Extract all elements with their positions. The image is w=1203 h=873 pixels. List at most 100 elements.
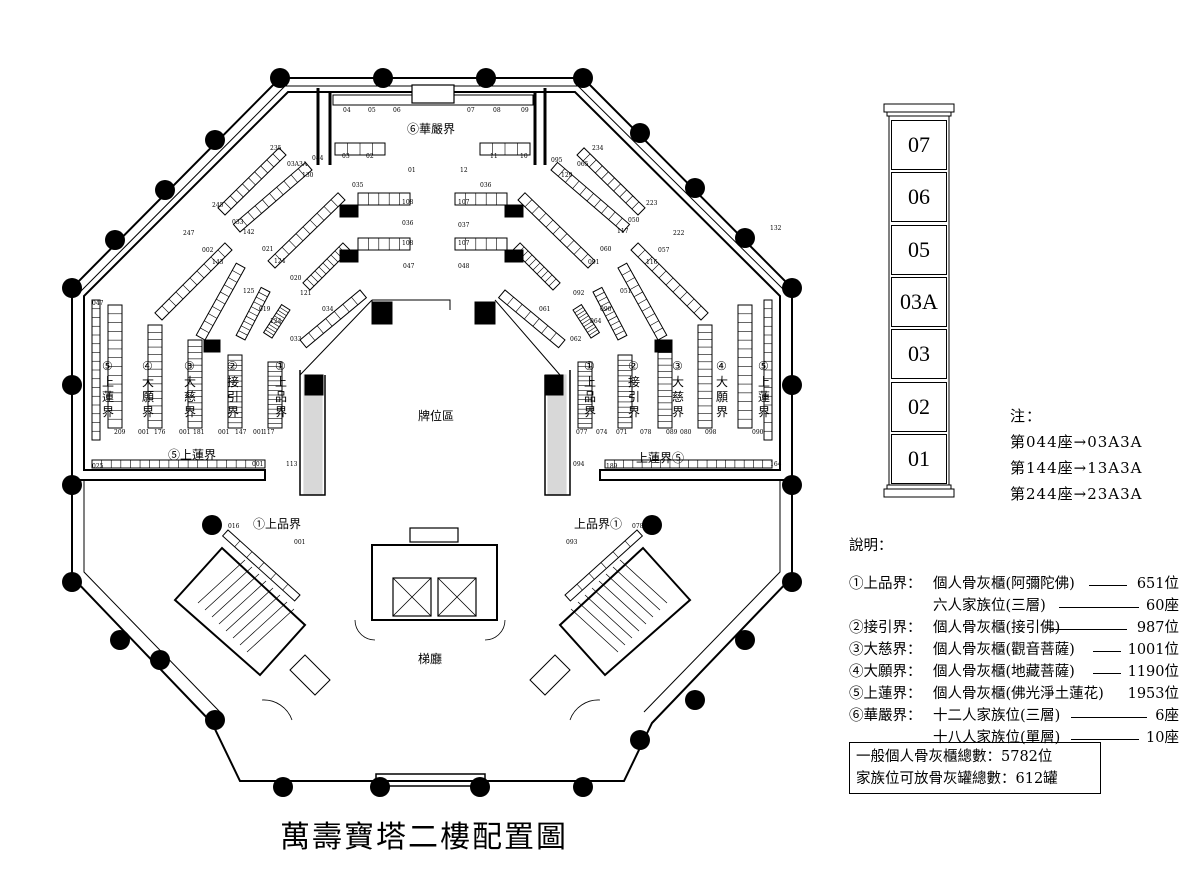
cabinet-cell (318, 266, 327, 275)
cabinet-cell (308, 332, 316, 341)
cabinet-cell (693, 305, 702, 314)
cabinet-cell (276, 187, 284, 195)
legend-row: ③大慈界：個人骨灰櫃(觀音菩薩)1001位 (849, 639, 1179, 661)
cabinet-cell (601, 171, 609, 180)
solid-block (504, 249, 524, 263)
cabinet-cell (645, 313, 655, 319)
cabinet-cell (342, 304, 350, 313)
cabinet-code: 050 (628, 217, 640, 224)
cabinet-code: 181 (193, 429, 204, 436)
zone-name-char: 蓮 (102, 390, 114, 404)
floor-cell: 03A (891, 276, 947, 327)
diagram-title: 萬壽寶塔二樓配置圖 (280, 820, 568, 855)
cabinet-cell (325, 318, 333, 327)
structural-column (573, 777, 593, 797)
cabinet-cell (266, 159, 275, 168)
cabinet-cell (234, 540, 241, 547)
cabinet-code: 147 (235, 429, 247, 436)
structural-column (685, 690, 705, 710)
cabinet-cell (168, 298, 177, 307)
structural-column (573, 68, 593, 88)
cabinet-code: 057 (658, 247, 670, 254)
cabinet-cell (253, 301, 263, 307)
cabinet-cell (306, 278, 315, 287)
cabinet-cell (279, 307, 289, 314)
cabinet-cell (607, 177, 615, 186)
cabinet-cell (637, 249, 646, 258)
cabinet-cell (679, 291, 688, 300)
cabinet-cell (247, 211, 255, 220)
zone-name-char: 上 (102, 375, 114, 389)
legend-zone: ⑥華嚴界： (849, 708, 922, 724)
cabinet-cell (605, 311, 615, 317)
solid-block (474, 301, 496, 325)
cabinet-cell (272, 318, 282, 325)
cabinet-cell (612, 325, 623, 331)
cabinet-code: 176 (154, 429, 166, 436)
structural-column (782, 572, 802, 592)
cabinet-code: 235 (270, 145, 282, 152)
solid-block (203, 339, 221, 353)
cabinet-row (154, 242, 233, 321)
zone-name-char: 接 (227, 374, 239, 389)
cabinet-row (262, 303, 291, 339)
note-line: 第144座→13A3A (1010, 459, 1143, 477)
cabinet-code: 143 (212, 259, 224, 266)
zone-number: ④ (142, 359, 153, 373)
cabinet-code: 107 (458, 240, 470, 247)
solid-block (371, 301, 393, 325)
bottom-left-zone-label: ⑤上蓮界 (168, 448, 216, 462)
cabinet-cell (672, 284, 681, 293)
cabinet-cell (246, 551, 253, 558)
cabinet-row (454, 192, 508, 206)
zone-name-char: 引 (227, 390, 239, 404)
cabinet-cell (189, 277, 198, 286)
cabinet-code: 060 (600, 246, 612, 253)
cabinet-row (299, 289, 368, 349)
cabinet-code: 132 (770, 225, 782, 232)
totals-box: 一般個人骨灰櫃總數：5782位 家族位可放骨灰罐總數：612罐 (849, 742, 1101, 794)
cabinet-cell (615, 330, 625, 336)
zone-name-char: 界 (628, 405, 640, 419)
cabinet-cell (298, 168, 306, 177)
legend-count: 10座 (1146, 730, 1179, 746)
cabinet-code: 116 (646, 259, 658, 266)
cabinet-code: 001 (294, 539, 305, 546)
floor-key-frame (883, 103, 955, 498)
legend-row: ②接引界：個人骨灰櫃(接引佛)987位 (849, 617, 1179, 639)
zone-name-char: 大 (142, 375, 154, 389)
cabinet-row (91, 299, 101, 441)
legend-desc: 個人骨灰櫃(阿彌陀佛) (933, 576, 1075, 592)
legend-count: 6座 (1155, 708, 1179, 724)
legend-count: 651位 (1136, 576, 1179, 592)
cabinet-cell (544, 274, 553, 283)
cabinet-cell (232, 270, 242, 276)
cabinet-cell (290, 174, 298, 183)
cabinet-code: 021 (262, 246, 273, 253)
cabinet-code: 03 (342, 153, 350, 160)
zone-name-char: 引 (628, 390, 640, 404)
cabinet-code: 084 (312, 155, 324, 162)
structural-column (630, 123, 650, 143)
cabinet-cell (528, 258, 537, 267)
structural-column (62, 278, 82, 298)
cabinet-cell (637, 298, 647, 305)
stair-right (558, 546, 692, 677)
cabinet-cell (524, 311, 531, 320)
zone-number: ③ (184, 359, 195, 373)
cabinet-cell (515, 304, 523, 313)
cabinet-code: 08 (493, 107, 501, 114)
cabinet-cell (326, 258, 335, 267)
cabinet-code: 048 (458, 263, 470, 270)
cabinet-cell (531, 206, 540, 214)
stair-left-zone-label: ①上品界 (253, 517, 301, 531)
top-zone-label: ⑥華嚴界 (407, 122, 455, 136)
zone-name-char: 品 (275, 390, 287, 404)
notes: 注： 第044座→03A3A 第144座→13A3A 第244座→23A3A (1010, 403, 1143, 507)
cabinet-cell (572, 180, 580, 189)
cabinet-cell (238, 330, 248, 336)
cabinet-code: 035 (352, 182, 364, 189)
legend-desc: 十二人家族位(三層) (933, 708, 1061, 724)
cabinet-cell (255, 296, 266, 302)
legend-desc: 個人骨灰櫃(觀音菩薩) (933, 642, 1075, 658)
